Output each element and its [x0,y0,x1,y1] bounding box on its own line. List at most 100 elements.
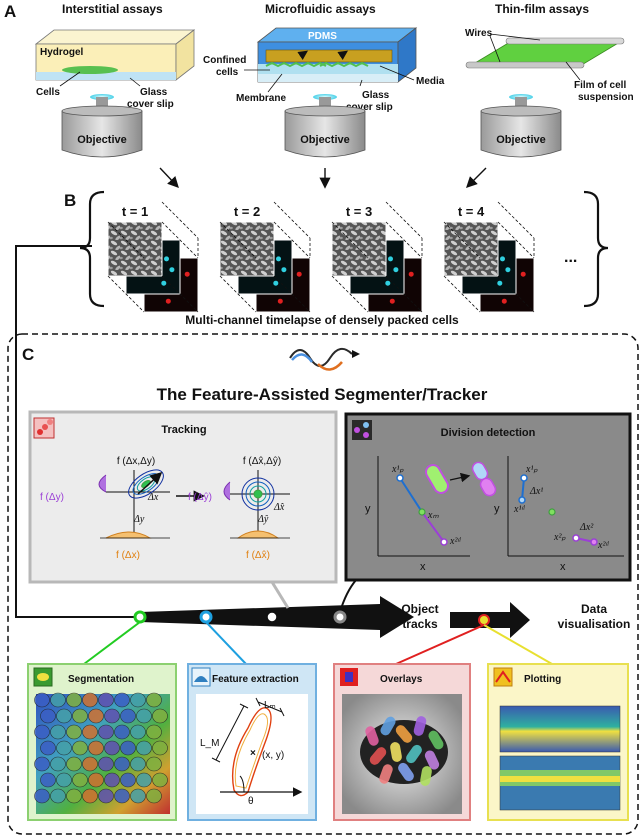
div-y-label-2: y [494,503,500,515]
div-x-label-2: x [560,561,566,573]
segmented-cell [40,772,56,788]
interstitial-title: Interstitial assays [62,2,163,16]
segmented-cell [146,788,162,804]
xm-label: xₘ [427,510,439,521]
segmented-cell [72,772,88,788]
dy-label: Δy [133,514,145,525]
arrow-a1 [159,167,179,189]
overlay-cell [406,744,422,764]
panel-c-letter: C [22,345,34,364]
dx1-label: Δx¹ [529,486,543,497]
segmented-cell [114,692,130,708]
data-vis-label-2: visualisation [558,617,631,631]
segmented-cell [82,788,98,804]
overlay-cell [428,730,444,750]
segmented-cell [114,788,130,804]
segmented-cell [88,740,104,756]
segmented-cell [120,740,136,756]
segmented-cell [50,724,66,740]
xp2-label: x²ₚ [553,532,566,543]
div-x-label-1: x [420,561,426,573]
plotting-panel: Plotting [487,663,629,821]
timelapse-stack: t = 2 [219,201,311,313]
media-label: Media [416,76,445,87]
segmentation-panel: Segmentation [27,663,177,821]
f-dx-hat-label: f (Δx̂) [246,549,270,561]
segmentation-title: Segmentation [68,674,134,685]
f-dxdy-label: f (Δx,Δy) [117,456,155,467]
dx-label: Δx [147,492,159,503]
overlay-cell [413,716,427,736]
timepoint-label: t = 3 [346,204,372,219]
mf-glass-label-2: cover slip [346,102,393,113]
overlay-cell [424,750,440,770]
segmented-cell [82,692,98,708]
segmented-cell [130,788,146,804]
dy-hat-label: Δŷ [257,514,269,525]
timepoint-label: t = 1 [122,204,148,219]
tracking-panel: Tracking f (Δx,Δy) Δx Δy f (Δy) f (Δx) f… [28,410,338,584]
timepoint-label: t = 2 [234,204,260,219]
timelapse-stack: t = 1 [107,201,199,313]
segmented-cell [152,708,168,724]
film-label-1: Film of cell [574,80,626,91]
segmented-cell [34,756,50,772]
glass-label-1: Glass [140,87,168,98]
f-dy-label: f (Δy) [40,492,64,503]
panel-b-caption: Multi-channel timelapse of densely packe… [185,313,459,327]
xy-label: (x, y) [262,750,284,761]
segmented-cell [104,740,120,756]
div-y-label-1: y [365,503,371,515]
segmented-cell [136,708,152,724]
panel-c-frame [7,333,639,835]
feature-title: Feature extraction [212,674,299,685]
segmented-cell [98,692,114,708]
division-node [333,610,347,624]
dx-hat-label: Δx̂ [273,502,285,513]
objective-label-1: Objective [77,134,127,146]
tracking-node [266,611,278,623]
interstitial-assay: Interstitial assays Hydrogel Cells Glass… [34,2,196,158]
objective-label-2: Objective [300,134,350,146]
segmented-cell [88,708,104,724]
pipeline: Object tracks Data visualisation [133,579,631,638]
f-dy-hat-label: f (Δŷ) [188,492,212,503]
xp1-label: x¹ₚ [391,464,404,475]
segmented-cell [66,692,82,708]
ellipsis: ... [564,249,577,266]
panel-a-letter: A [4,2,16,21]
segmented-cell [114,756,130,772]
left-brace [79,190,105,308]
film-label-2: suspension [578,92,634,103]
segmented-cell [56,708,72,724]
segmented-cell [82,756,98,772]
overlay-cell [395,725,413,743]
segmented-cell [146,724,162,740]
pdms-label: PDMS [308,31,337,42]
arrow-a3 [466,167,487,188]
overlays-title: Overlays [380,674,423,685]
confined-label-2: cells [216,67,239,78]
segmented-cell [104,708,120,724]
thinfilm-assay: Thin-film assays Wires Film of cell susp… [465,2,634,158]
overlay-cell [420,766,432,786]
overlay-cell [369,747,387,765]
timelapse-stack: t = 4 [443,201,535,313]
segmented-cell [88,772,104,788]
thinfilm-title: Thin-film assays [495,2,589,16]
timelapse-stack: t = 3 [331,201,423,313]
segmented-cell [98,788,114,804]
theta-label: θ [248,796,254,807]
plotting-title: Plotting [524,674,561,685]
segmented-cell [98,756,114,772]
mf-glass-label-1: Glass [362,90,390,101]
segmented-cell [130,724,146,740]
feature-node [199,610,213,624]
objective-label-3: Objective [496,134,546,146]
overlay-cell [390,742,402,762]
panel-c-title: The Feature-Assisted Segmenter/Tracker [157,385,488,404]
segmented-cell [72,708,88,724]
lM-label: L_M [200,738,219,749]
glass-label-2: cover slip [127,99,174,110]
segmented-cell [98,724,114,740]
